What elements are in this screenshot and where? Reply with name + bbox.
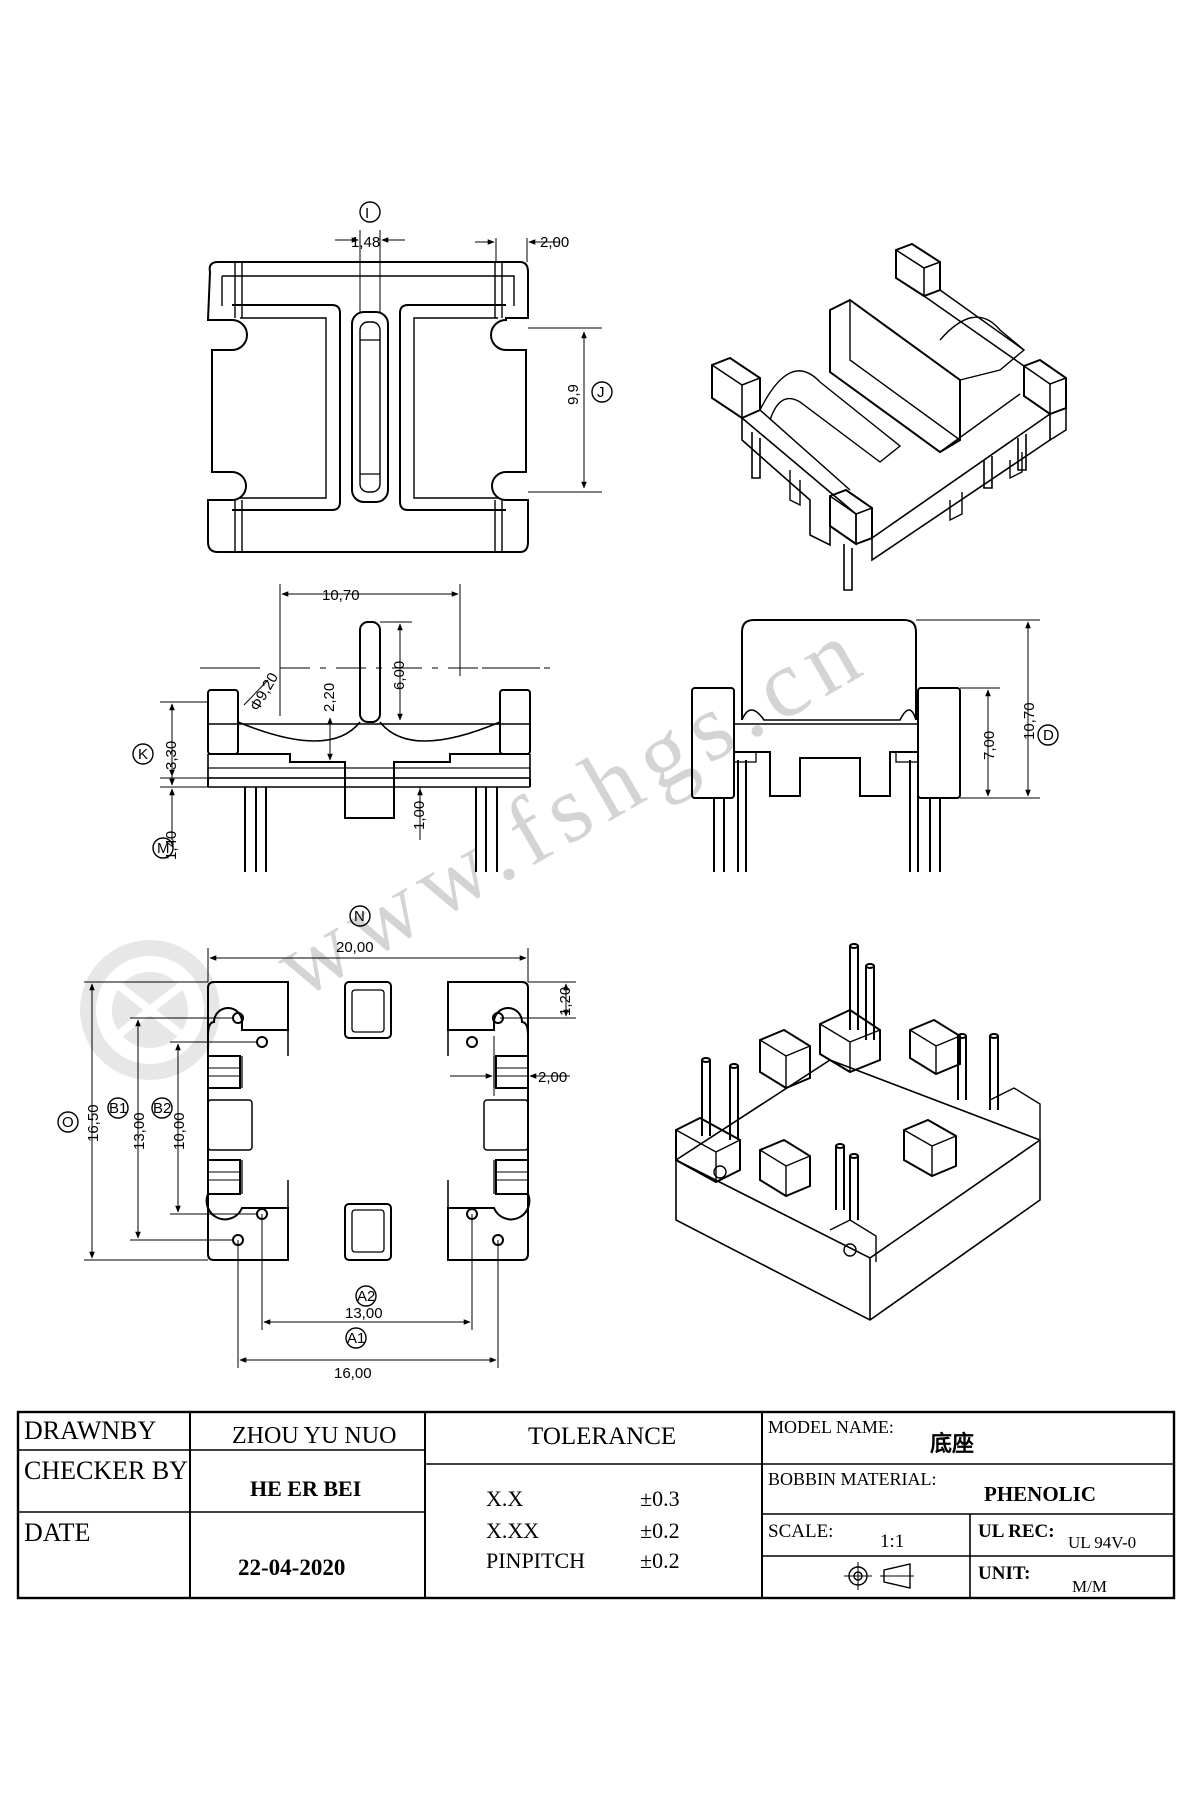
dim-front-foot: 1,00 [411,801,428,830]
bobbin-material-value: PHENOLIC [984,1482,1097,1506]
tolerance-xxx-value: ±0.2 [640,1518,680,1543]
dim-bottom-o: 16,50 [85,1104,102,1142]
isometric-view-top [711,242,1067,591]
dim-bottom-top: 1,20 [557,987,574,1016]
ul-rec-label: UL REC: [978,1521,1055,1542]
dim-front-m: 1,40 [163,831,180,860]
scale-label: SCALE: [768,1521,834,1542]
checker-value: HE ER BEI [250,1476,362,1501]
tolerance-xx-value: ±0.3 [640,1486,680,1511]
dim-bottom-n-label: N [354,908,365,925]
dim-bottom-n: 20,00 [336,939,374,956]
model-name-value: 底座 [930,1432,975,1457]
dim-side-d: 10,70 [1021,702,1038,740]
tolerance-pinpitch-value: ±0.2 [640,1548,680,1573]
dim-i-label: I [365,205,369,222]
unit-value: M/M [1072,1577,1107,1596]
dim-front-k: 3,30 [163,741,180,770]
dim-front-radius: Φ9,20 [247,670,282,714]
unit-label: UNIT: [978,1563,1031,1584]
projection-symbol [844,1562,914,1590]
watermark-logo [80,940,220,1080]
dim-i-width: 1,48 [351,234,380,251]
dim-bottom-b1-label: B1 [109,1100,127,1117]
isometric-view-bottom [675,943,1041,1321]
dim-front-m-label: M [157,840,170,857]
tolerance-xx-name: X.X [486,1486,524,1511]
dim-edge: 2,00 [540,234,569,251]
title-block-grid [16,1410,1176,1600]
drawn-by-label: DRAWNBY [24,1416,157,1445]
dim-bottom-side: 2,00 [538,1069,567,1086]
date-label: DATE [24,1518,91,1547]
date-value: 22-04-2020 [238,1555,346,1580]
drawn-by-value: ZHOU YU NUO [232,1423,397,1449]
dim-j-value: 9,9 [565,384,582,405]
dim-front-rail: 2,20 [321,683,338,712]
dim-bottom-b1: 13,00 [131,1112,148,1150]
dim-j-label: J [597,384,605,401]
bottom-view [57,905,576,1368]
dim-front-k-label: K [138,746,148,763]
dim-bottom-o-label: O [62,1114,74,1131]
dim-side-h1: 7,00 [981,731,998,760]
side-view [691,619,1059,872]
dim-bottom-a2: 13,00 [345,1305,383,1322]
ul-rec-value: UL 94V-0 [1068,1533,1137,1552]
checker-label: CHECKER BY [24,1456,188,1485]
model-name-label: MODEL NAME: [768,1417,894,1437]
front-view [132,584,560,872]
dim-bottom-a1-label: A1 [347,1330,365,1347]
dim-front-width: 10,70 [322,587,360,604]
tolerance-xxx-name: X.XX [486,1518,540,1543]
scale-value: 1:1 [880,1531,905,1552]
dim-bottom-b2-label: B2 [153,1100,171,1117]
dim-front-post: 6,00 [391,661,408,690]
tolerance-label: TOLERANCE [528,1423,677,1450]
dim-side-d-label: D [1043,727,1054,744]
watermark: www.fshgs.cn [80,594,885,1080]
tolerance-pinpitch-name: PINPITCH [486,1548,586,1573]
bobbin-material-label: BOBBIN MATERIAL: [768,1469,937,1489]
dim-bottom-b2: 10,00 [171,1112,188,1150]
dim-bottom-a2-label: A2 [357,1288,375,1305]
dim-bottom-a1: 16,00 [334,1365,372,1382]
top-view [206,201,613,553]
